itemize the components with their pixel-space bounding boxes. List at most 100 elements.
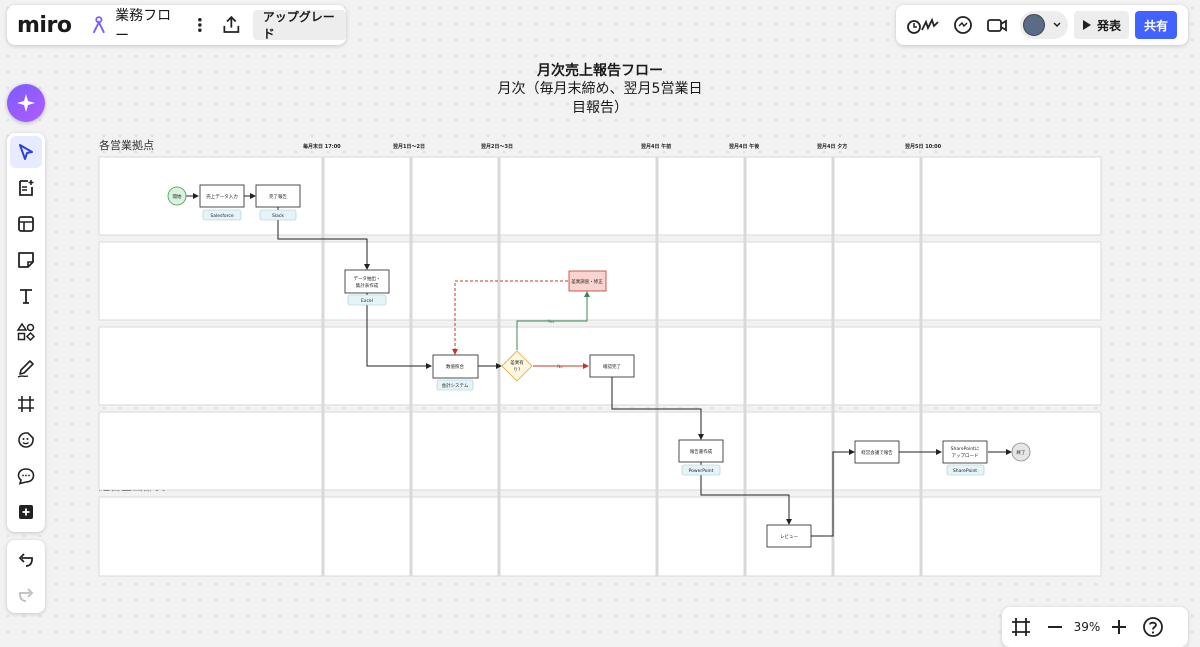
edge-yes (516, 291, 590, 350)
process-node (942, 440, 988, 464)
zoom-in-icon[interactable] (1106, 614, 1132, 640)
note-add-icon (19, 180, 34, 196)
node-label: 売上データ入力 (206, 193, 238, 200)
comment-icon[interactable] (950, 12, 976, 38)
lane-label-accounting[interactable]: 経理部 (99, 309, 132, 322)
tool-tag (202, 209, 242, 221)
share-button[interactable]: 共有 (1135, 11, 1178, 39)
pen-icon (17, 360, 34, 378)
select-tool[interactable] (10, 136, 42, 168)
node-label: り? (514, 367, 521, 373)
undo-icon (18, 553, 33, 567)
zoom-level[interactable]: 39% (1073, 620, 1101, 634)
tool-tag (436, 379, 474, 391)
lane-label-corporate-planning[interactable]: 経営企画部 (99, 394, 154, 407)
comment-tool[interactable] (7, 460, 45, 492)
layout-icon (18, 216, 34, 232)
node-label: レビュー (780, 533, 798, 540)
upgrade-button[interactable]: アップグレード (252, 10, 347, 41)
fit-to-screen-icon[interactable] (1008, 614, 1034, 640)
edge (611, 377, 704, 440)
lane-row (98, 156, 1102, 236)
node-label: 数値照合 (446, 363, 464, 370)
sticky-note-tool[interactable] (7, 244, 45, 276)
lane-label-sales-planning[interactable]: 営業企画部 (99, 224, 154, 237)
lane-label-corporate-planning-head[interactable]: 経営企画部長 (99, 480, 165, 493)
process-node (766, 524, 812, 548)
time-label[interactable]: 毎月末日 17:00 (303, 144, 341, 150)
node-label: 確認完了 (603, 363, 621, 370)
process-node (678, 439, 724, 463)
time-label[interactable]: 翌月1日～2日 (393, 144, 425, 150)
present-label: 発表 (1097, 18, 1122, 33)
time-label[interactable]: 翌月4日 午前 (641, 144, 672, 150)
process-node (344, 269, 390, 294)
shapes-tool[interactable] (7, 316, 45, 348)
collaboration-bar: 発表 共有 (896, 5, 1188, 45)
tag-label: PowerPoint (689, 468, 714, 474)
present-button[interactable]: 発表 (1074, 11, 1130, 39)
help-icon[interactable] (1140, 614, 1166, 640)
process-node (255, 184, 301, 208)
text-icon (20, 289, 32, 304)
stickers-tool[interactable] (7, 424, 45, 456)
zoom-toolbar: 39% (1002, 607, 1188, 647)
chevron-down-icon (1053, 22, 1061, 28)
process-node (854, 440, 900, 464)
plus-box-icon (19, 505, 33, 519)
lane-row (98, 496, 1102, 577)
tag-label: Slack (272, 213, 284, 219)
node-label: 完了報告 (269, 193, 287, 200)
miro-logo[interactable]: miro (17, 12, 72, 38)
undo-button[interactable] (7, 544, 45, 576)
templates-tool[interactable] (7, 172, 45, 204)
tool-tag (259, 209, 297, 221)
sticker-icon (18, 432, 34, 448)
tag-label: Salesforce (210, 213, 234, 219)
reactions-icon[interactable] (906, 12, 942, 38)
board-title[interactable]: 業務フロー (115, 8, 172, 44)
time-label[interactable]: 翌月2日～3日 (481, 144, 513, 150)
column-dividers (321, 157, 923, 576)
tool-tag (946, 464, 985, 476)
frame-icon (18, 396, 34, 412)
time-label[interactable]: 翌月5日 10:00 (905, 144, 942, 150)
board-icon[interactable] (91, 14, 107, 36)
more-options-icon[interactable] (192, 11, 208, 39)
more-apps-tool[interactable] (7, 496, 45, 528)
flow-subtitle[interactable]: 月次（毎月末締め、翌月5営業日 目報告） (480, 80, 720, 118)
node-label: データ抽出・ (354, 275, 381, 282)
ai-assistant-button[interactable] (7, 84, 45, 122)
pen-tool[interactable] (7, 352, 45, 384)
node-label: アップロード (952, 453, 979, 459)
frame-tool[interactable] (7, 388, 45, 420)
video-call-icon[interactable] (984, 12, 1010, 38)
lane-label-sales-branches[interactable]: 各営業拠点 (99, 139, 154, 152)
lane-row (98, 241, 1102, 321)
zoom-out-icon[interactable] (1042, 614, 1068, 640)
flow-title[interactable]: 月次売上報告フロー (537, 63, 663, 79)
user-menu[interactable] (1020, 11, 1068, 39)
node-label: SharePointに (951, 446, 980, 452)
node-label: 差異調査・修正 (571, 278, 603, 285)
edge (810, 449, 855, 537)
process-node (589, 354, 635, 378)
edge (366, 293, 432, 369)
time-label[interactable]: 翌月4日 夕方 (817, 144, 848, 150)
board-header: miro 業務フロー アップグレード (7, 5, 347, 45)
text-tool[interactable] (7, 280, 45, 312)
node-label: 経営会議で報告 (861, 449, 893, 456)
node-label: 差異有 (510, 359, 524, 366)
time-label[interactable]: 翌月4日 午後 (729, 144, 760, 150)
upload-icon[interactable] (220, 11, 243, 39)
start-node (167, 186, 187, 206)
start-label: 開始 (173, 193, 182, 200)
play-icon (1083, 20, 1091, 30)
frame-layout-tool[interactable] (7, 208, 45, 240)
comment-bubble-icon (17, 468, 35, 485)
node-label: 集計表作成 (356, 282, 379, 289)
redo-button[interactable] (7, 579, 45, 611)
sparkle-icon (17, 94, 35, 112)
avatar[interactable] (1023, 14, 1045, 36)
edge (277, 207, 370, 270)
